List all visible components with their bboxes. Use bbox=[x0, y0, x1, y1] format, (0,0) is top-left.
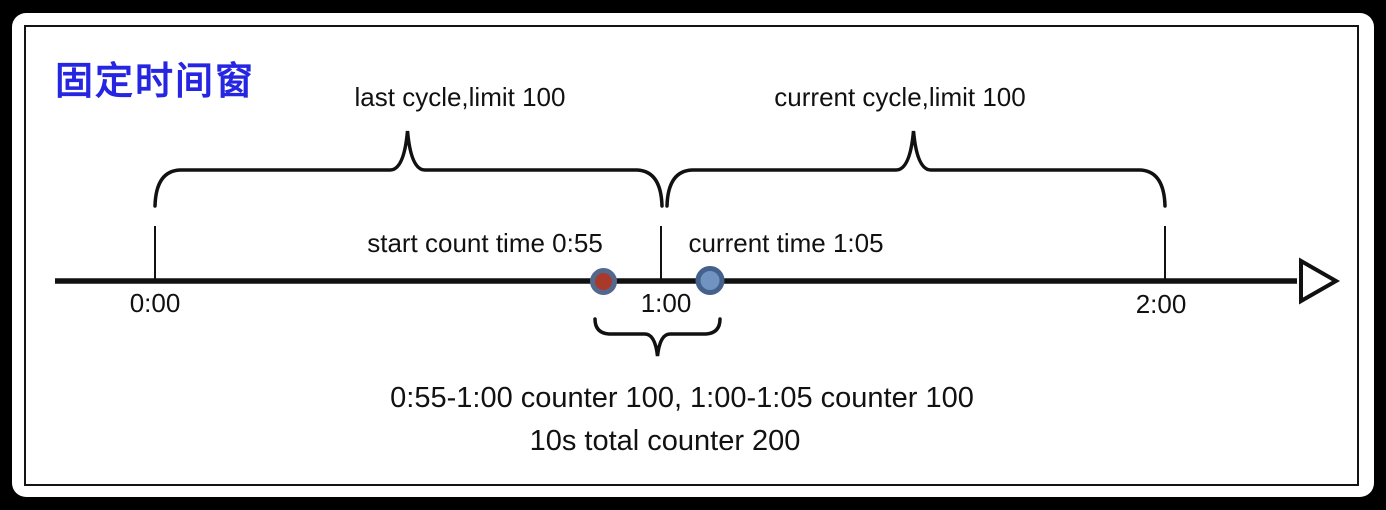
tick-label-1-00: 1:00 bbox=[640, 288, 692, 318]
count-window-brace bbox=[593, 317, 722, 357]
diagram-border bbox=[24, 25, 1359, 486]
page-title: 固定时间窗 bbox=[55, 61, 256, 103]
last-cycle-brace bbox=[153, 130, 664, 208]
current-time-marker bbox=[695, 266, 725, 295]
start-count-time-label: start count time 0:55 bbox=[367, 228, 603, 258]
current-cycle-label: current cycle,limit 100 bbox=[774, 82, 1026, 112]
start-count-marker bbox=[590, 268, 617, 295]
counter-summary-line1: 0:55-1:00 counter 100, 1:00-1:05 counter… bbox=[390, 382, 974, 414]
tick-label-2-00: 2:00 bbox=[1135, 289, 1187, 319]
counter-summary-line2: 10s total counter 200 bbox=[529, 425, 801, 457]
current-time-label: current time 1:05 bbox=[688, 228, 884, 258]
current-cycle-brace bbox=[665, 130, 1167, 208]
tick-label-0-00: 0:00 bbox=[129, 288, 181, 318]
axis-arrow-icon bbox=[1299, 257, 1341, 305]
last-cycle-label: last cycle,limit 100 bbox=[354, 82, 566, 112]
